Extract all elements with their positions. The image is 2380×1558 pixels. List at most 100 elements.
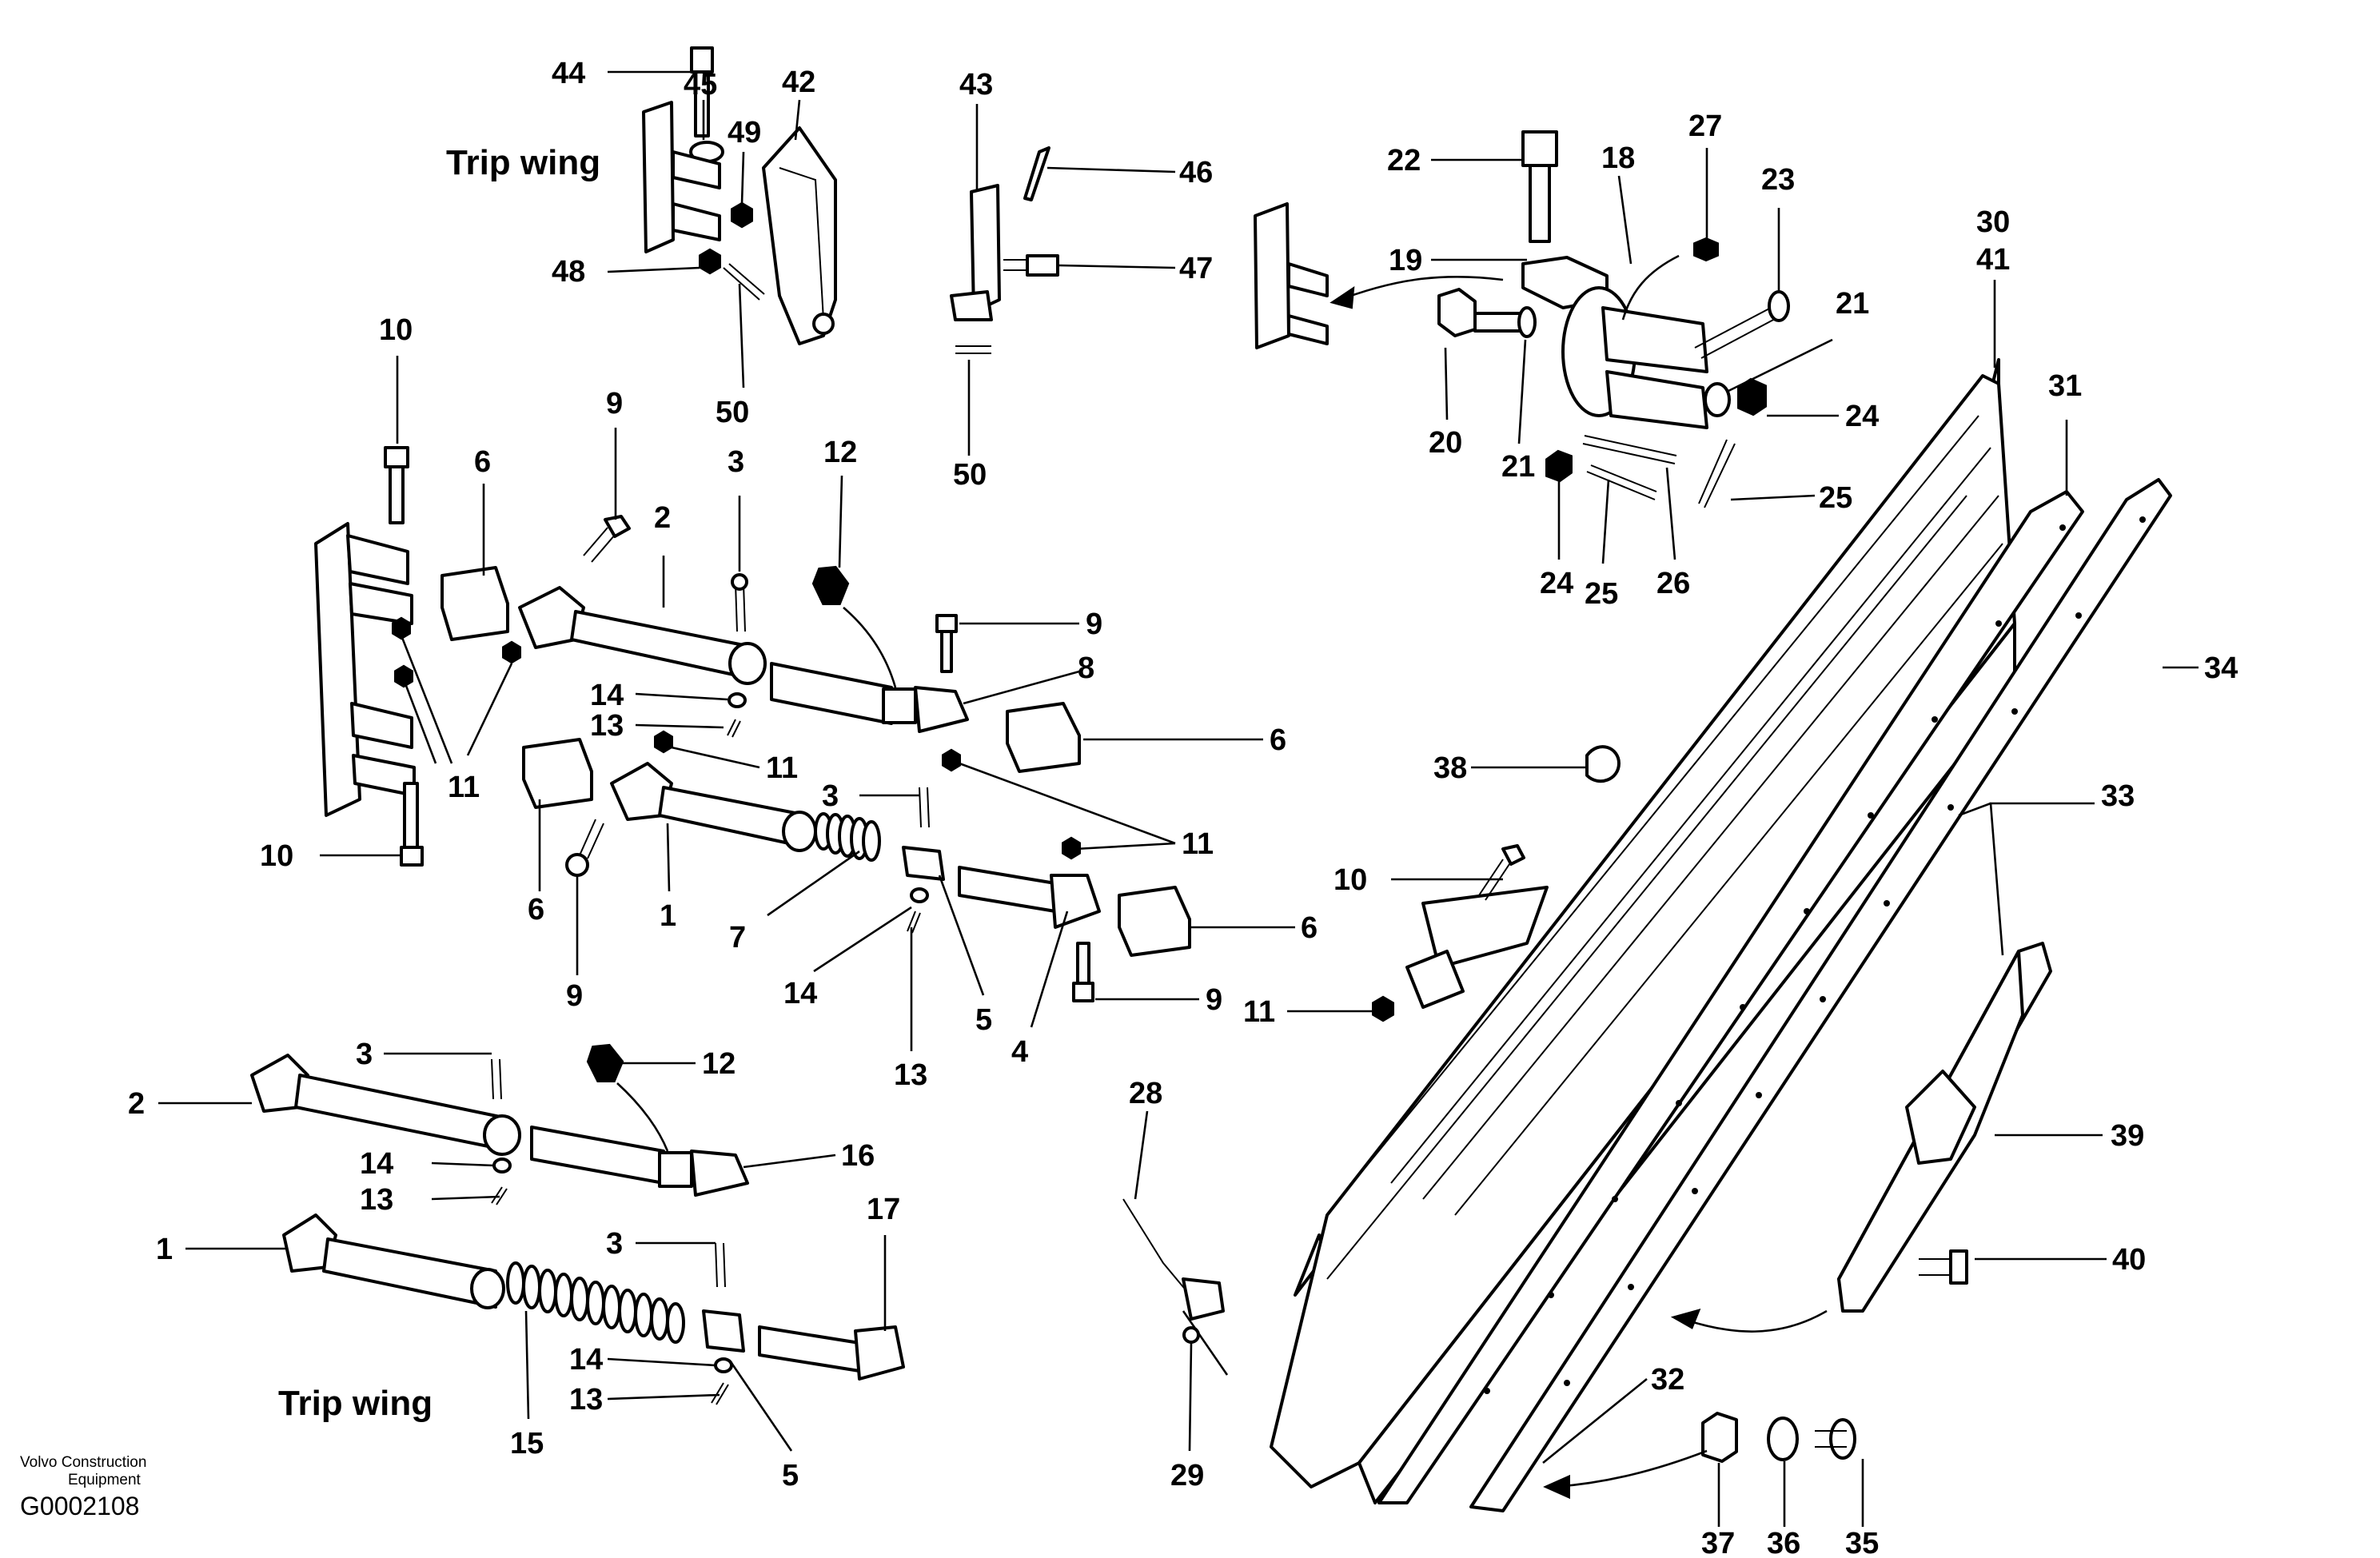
lifting-eye bbox=[1585, 745, 1621, 783]
bolt-shank bbox=[1478, 859, 1510, 901]
cotter-pin bbox=[491, 1186, 508, 1205]
callout-13: 13 bbox=[569, 1383, 603, 1417]
callout-11: 11 bbox=[1182, 827, 1214, 861]
callout-48: 48 bbox=[552, 255, 585, 289]
strut-tube bbox=[570, 610, 757, 681]
spring bbox=[814, 812, 881, 862]
bolt-head bbox=[1501, 844, 1525, 866]
callout-39: 39 bbox=[2111, 1119, 2144, 1153]
callout-6: 6 bbox=[1301, 911, 1318, 945]
pin-bracket-plate bbox=[970, 184, 1001, 313]
strut-rod bbox=[530, 1126, 665, 1185]
pin-head bbox=[731, 573, 748, 591]
moldboard-mount-lug bbox=[1405, 950, 1465, 1009]
callout-1: 1 bbox=[660, 899, 676, 933]
moldboard-group bbox=[1122, 358, 2172, 1512]
trip-wing-title-top: Trip wing bbox=[446, 143, 600, 182]
callout-34: 34 bbox=[2204, 651, 2238, 685]
callout-37: 37 bbox=[1701, 1527, 1735, 1558]
callout-10: 10 bbox=[1334, 863, 1367, 897]
callout-46: 46 bbox=[1179, 156, 1213, 189]
mounting-lug-lower bbox=[1287, 314, 1329, 345]
callout-17: 17 bbox=[867, 1193, 900, 1226]
callout-8: 8 bbox=[1078, 651, 1094, 685]
washer bbox=[728, 692, 747, 708]
cotter-pin bbox=[711, 1382, 729, 1405]
pin-bracket-group bbox=[950, 146, 1059, 354]
bushing bbox=[702, 1309, 745, 1353]
assembly-arrow bbox=[843, 607, 897, 688]
callout-42: 42 bbox=[782, 66, 815, 99]
callout-5: 5 bbox=[975, 1003, 992, 1037]
bolt-head bbox=[1072, 982, 1094, 1002]
cutting-edge-holes bbox=[1484, 516, 2146, 1394]
callout-13: 13 bbox=[894, 1058, 927, 1092]
bolt-head bbox=[565, 853, 589, 877]
spacer-block bbox=[1006, 702, 1081, 773]
bolt-shank bbox=[1003, 259, 1027, 271]
callout-22: 22 bbox=[1387, 144, 1421, 177]
wear-strip bbox=[1377, 490, 2084, 1504]
rod-clevis bbox=[690, 1150, 749, 1197]
strut-tube-end bbox=[470, 1268, 505, 1309]
cotter-pin bbox=[1698, 439, 1736, 508]
nut bbox=[942, 748, 961, 772]
bolt-head bbox=[1829, 1418, 1856, 1460]
pivot-clevis-upper bbox=[1601, 306, 1708, 373]
callout-3: 3 bbox=[356, 1038, 373, 1071]
mount-and-strut-group bbox=[314, 446, 1191, 1002]
callout-13: 13 bbox=[590, 709, 624, 743]
callout-16: 16 bbox=[841, 1139, 875, 1173]
assembly-arrow bbox=[1621, 254, 1680, 321]
arrow-head bbox=[1330, 286, 1355, 309]
callout-11: 11 bbox=[1243, 995, 1275, 1029]
callout-38: 38 bbox=[1433, 751, 1467, 785]
strut-rod bbox=[958, 866, 1057, 913]
arrow-head bbox=[1543, 1474, 1570, 1500]
washer bbox=[1517, 306, 1537, 338]
figure-code: G0002108 bbox=[20, 1492, 139, 1520]
pin bbox=[491, 1058, 502, 1100]
cotter-pin bbox=[727, 719, 741, 738]
callout-14: 14 bbox=[783, 977, 817, 1010]
callout-50: 50 bbox=[716, 396, 749, 429]
callout-5: 5 bbox=[782, 1459, 799, 1492]
washer bbox=[1767, 1417, 1799, 1461]
grease-fitting bbox=[1693, 237, 1719, 262]
bolt-head bbox=[1521, 130, 1558, 167]
washer bbox=[910, 887, 929, 903]
trip-wing-strut-group bbox=[250, 1043, 905, 1405]
callout-49: 49 bbox=[728, 116, 761, 149]
washer bbox=[1704, 382, 1731, 417]
bracket-edge bbox=[779, 167, 824, 321]
callout-2: 2 bbox=[128, 1087, 145, 1121]
callout-14: 14 bbox=[569, 1343, 603, 1377]
mount-lug bbox=[350, 702, 413, 749]
rod-collar bbox=[882, 687, 917, 724]
callout-7: 7 bbox=[729, 921, 746, 954]
bolt-shank bbox=[1076, 942, 1090, 985]
bolt-head bbox=[604, 515, 631, 538]
cotter-pin bbox=[1582, 435, 1677, 464]
mount-lug bbox=[349, 582, 413, 625]
washer bbox=[714, 1357, 733, 1373]
moldboard-contour-lines bbox=[1326, 415, 2003, 1280]
pivot-assembly-group bbox=[1254, 130, 1790, 508]
callout-31: 31 bbox=[2048, 369, 2082, 403]
callout-40: 40 bbox=[2112, 1243, 2146, 1277]
callout-18: 18 bbox=[1601, 141, 1635, 175]
callout-23: 23 bbox=[1761, 163, 1795, 197]
callout-14: 14 bbox=[360, 1147, 393, 1181]
pin bbox=[1023, 146, 1050, 201]
strut-tube bbox=[322, 1237, 497, 1309]
callout-2: 2 bbox=[654, 501, 671, 535]
bolt-head bbox=[1949, 1249, 1968, 1285]
callout-21: 21 bbox=[1501, 450, 1535, 484]
nut bbox=[699, 248, 721, 275]
bolt-shank bbox=[1919, 1258, 1951, 1276]
bolt-shank bbox=[1473, 312, 1525, 333]
callout-9: 9 bbox=[1086, 608, 1102, 641]
washer bbox=[492, 1158, 512, 1173]
